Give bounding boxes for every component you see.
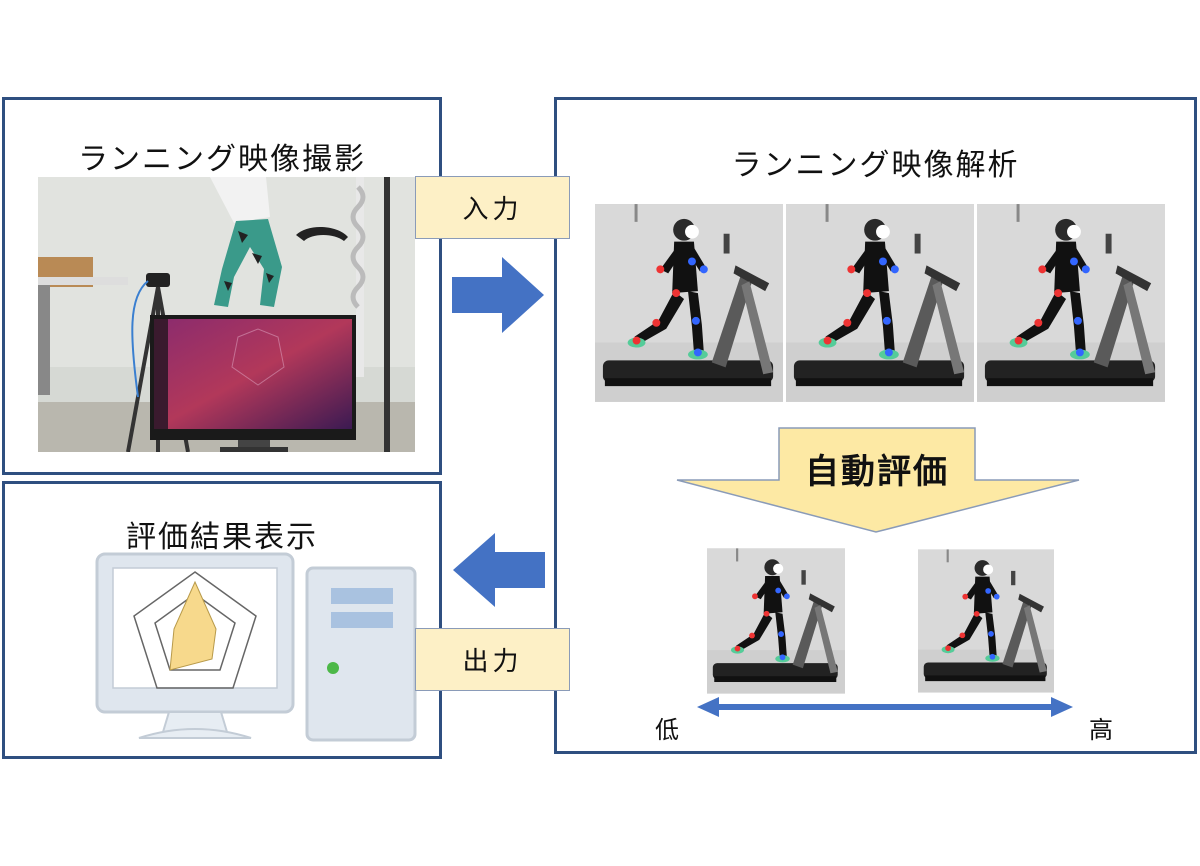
scale-low-label: 低 [655, 716, 679, 744]
radar-chart [133, 571, 257, 689]
analysis-panel-title: ランニング映像解析 [731, 148, 1020, 183]
input-tag: 入力 [415, 176, 570, 239]
output-arrow [453, 533, 545, 607]
low-score-photo [707, 548, 845, 694]
high-score-photo [918, 549, 1054, 693]
auto-eval-arrow [676, 427, 1080, 533]
input-arrow [452, 257, 544, 333]
computer-illustration [95, 552, 417, 742]
analysis-photo-1 [595, 204, 783, 402]
result-panel: 評価結果表示 [2, 481, 442, 759]
scale-high-label: 高 [1089, 716, 1113, 744]
capture-photo [38, 177, 415, 452]
analysis-panel: ランニング映像解析 自動評価 低 高 [554, 97, 1197, 754]
analysis-photo-2 [786, 204, 974, 402]
result-panel-title: 評価結果表示 [126, 520, 318, 555]
radar-value-area [169, 580, 217, 671]
score-scale-arrow [697, 697, 1073, 717]
capture-panel-title: ランニング映像撮影 [78, 142, 366, 177]
auto-eval-label: 自動評価 [805, 452, 949, 492]
analysis-photo-3 [977, 204, 1165, 402]
output-tag: 出力 [415, 628, 570, 691]
capture-panel: ランニング映像撮影 [2, 97, 442, 475]
